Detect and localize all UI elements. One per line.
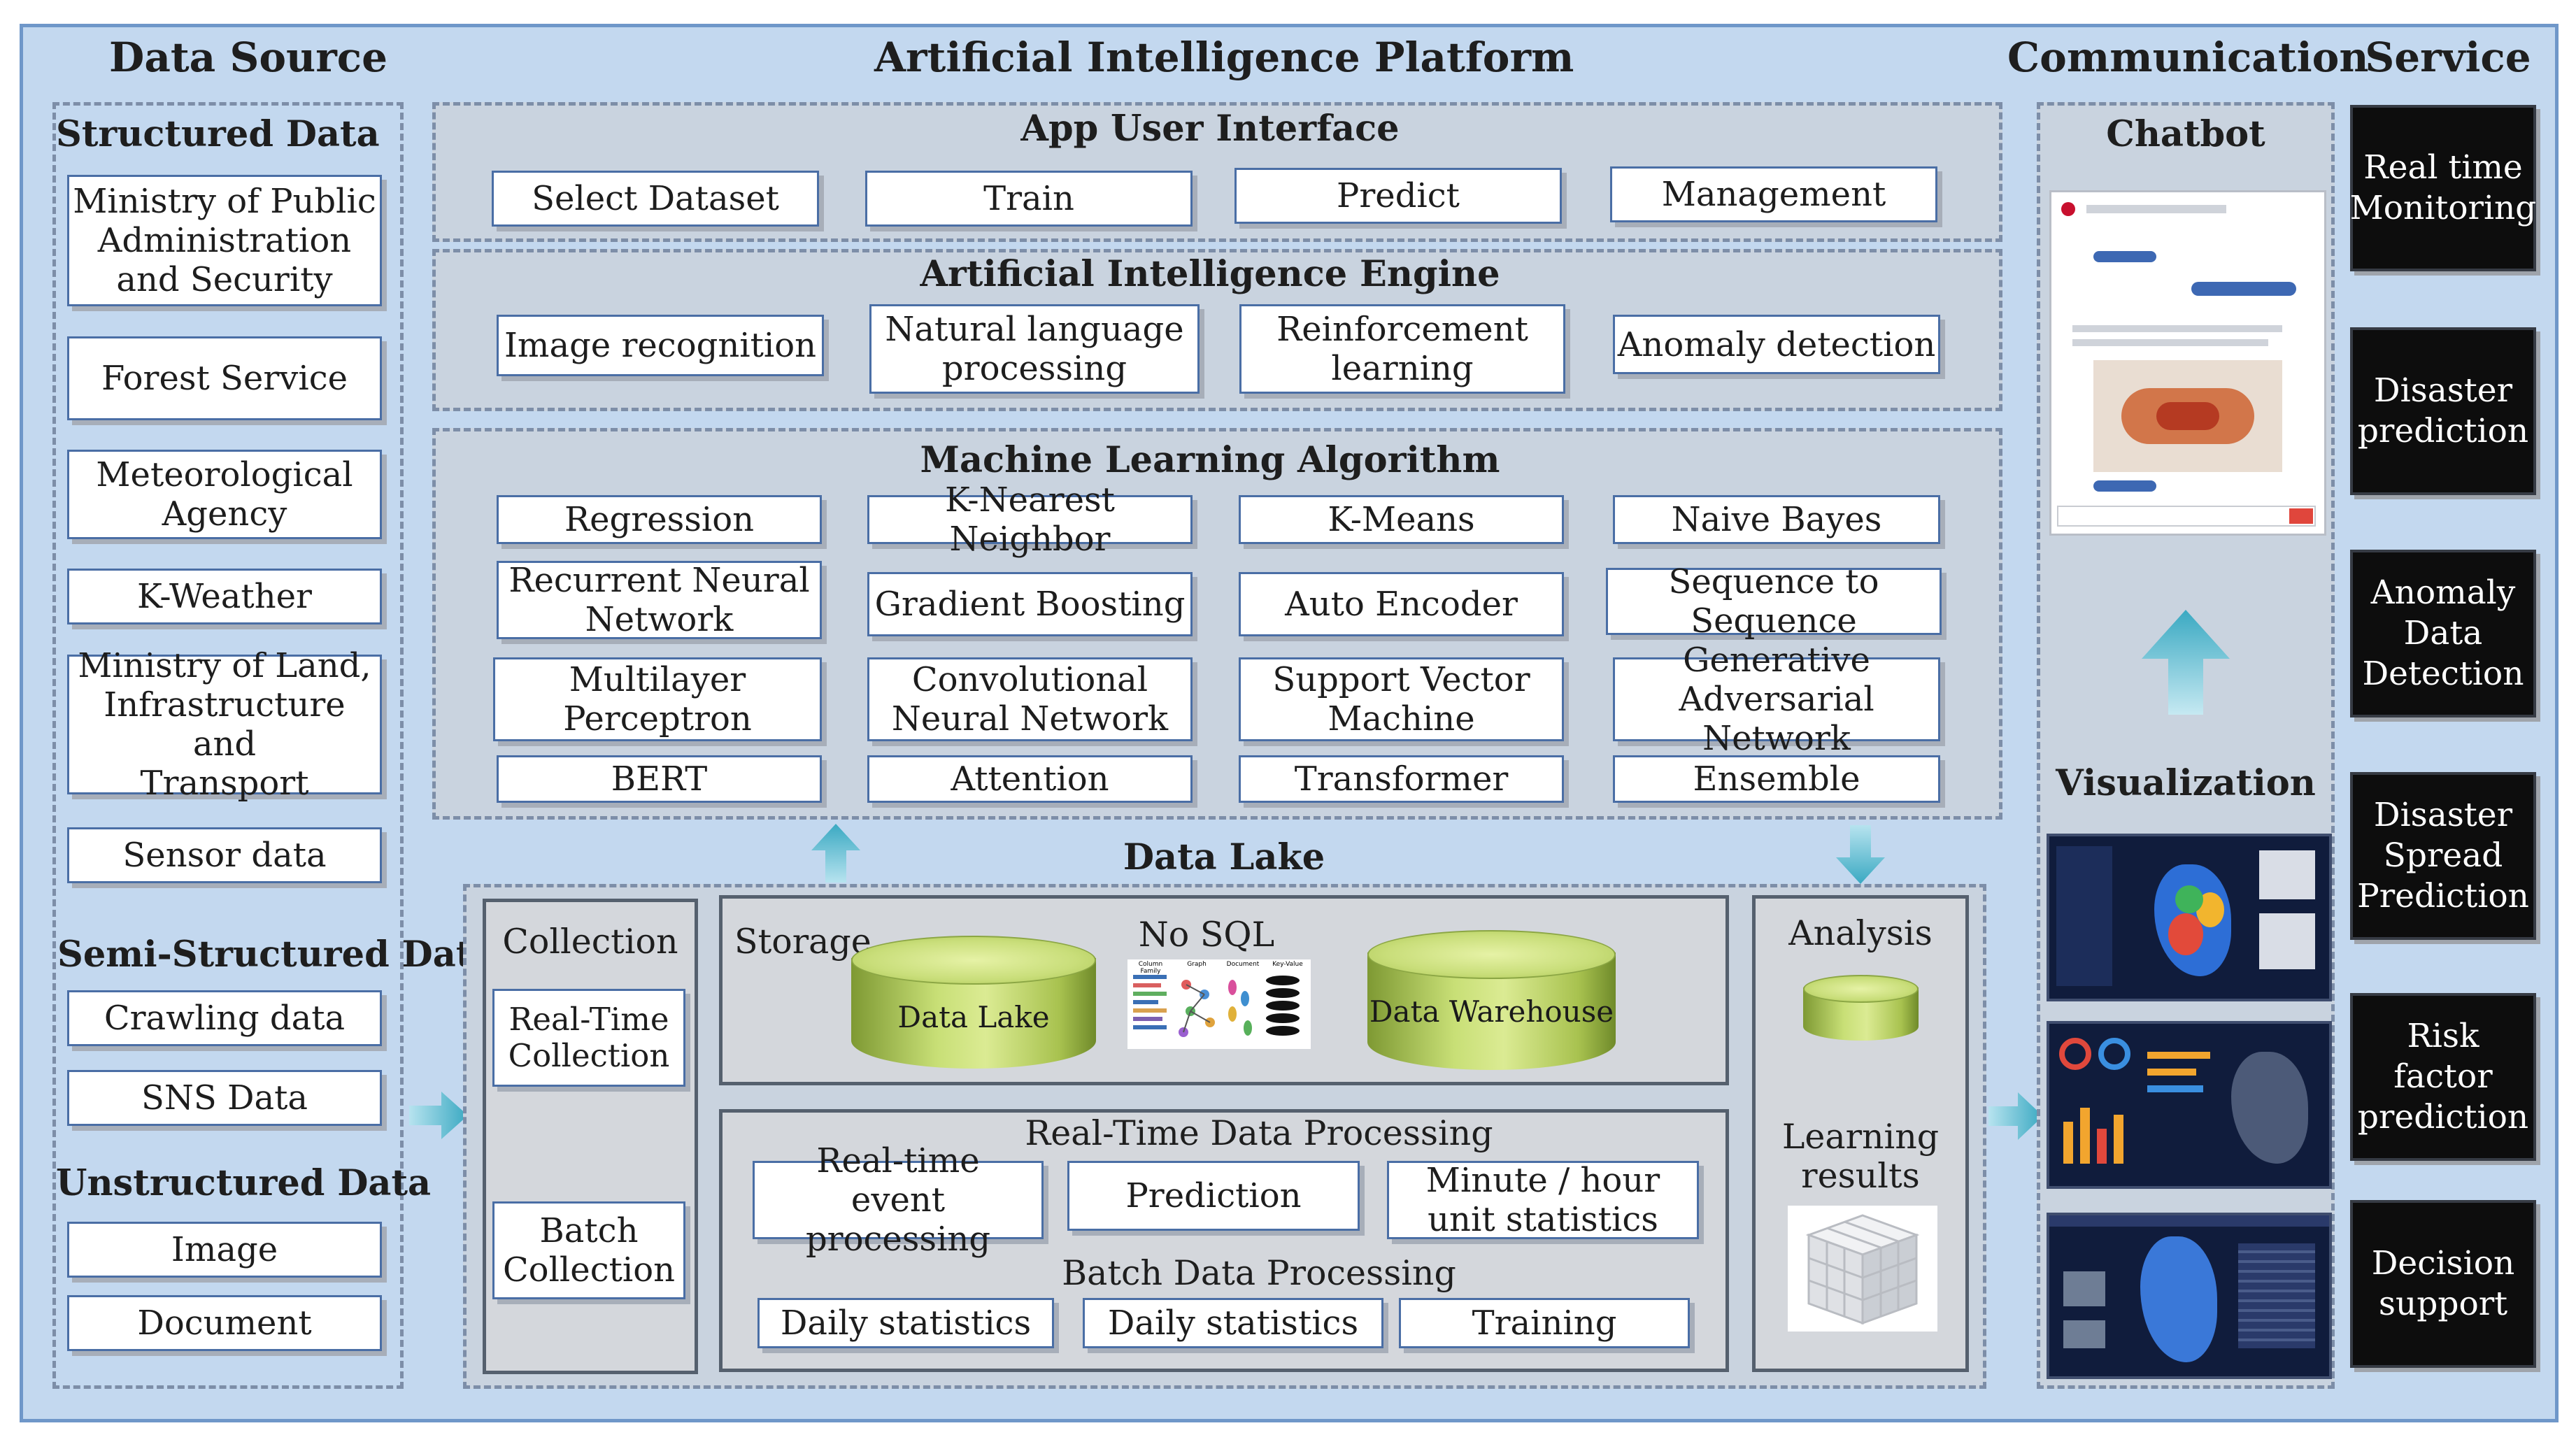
engine-anomaly-detection: Anomaly detection [1613, 315, 1940, 374]
ml-kmeans: K-Means [1239, 495, 1564, 544]
ml-gradient-boosting: Gradient Boosting [867, 572, 1193, 636]
ml-svm: Support Vector Machine [1239, 657, 1564, 741]
app-predict: Predict [1234, 168, 1562, 224]
ml-ensemble: Ensemble [1613, 755, 1940, 803]
source-sns-data: SNS Data [67, 1070, 382, 1126]
realtime-processing-title: Real-Time Data Processing [1025, 1113, 1493, 1153]
engine-reinforcement-learning: Reinforcement learning [1239, 304, 1565, 394]
service-decision-support: Decision support [2350, 1200, 2536, 1368]
nosql-type-document: Document [1226, 961, 1260, 968]
nosql-title: No SQL [1138, 915, 1275, 955]
structured-data-title: Structured Data [56, 113, 380, 155]
visualization-title: Visualization [2056, 762, 2316, 804]
source-meteorological-agency: Meteorological Agency [67, 450, 382, 539]
nosql-type-column-family: Column Family [1138, 961, 1163, 975]
source-ministry-land: Ministry of Land, Infrastructure and Tra… [67, 646, 382, 803]
ml-attention: Attention [867, 755, 1193, 803]
column-title-service: Service [2365, 34, 2531, 81]
data-warehouse-cylinder-label: Data Warehouse [1369, 994, 1614, 1029]
ml-auto-encoder: Auto Encoder [1239, 572, 1564, 636]
nosql-type-key-value: Key-Value [1272, 961, 1303, 968]
service-risk-factor-prediction: Risk factor prediction [2350, 993, 2536, 1161]
column-title-communication: Communication [2007, 34, 2369, 81]
engine-image-recognition: Image recognition [497, 315, 824, 376]
batch-collection: Batch Collection [492, 1201, 685, 1299]
ml-algorithm-title: Machine Learning Algorithm [920, 439, 1500, 481]
rt-event-processing: Real-time event processing [753, 1141, 1044, 1259]
visualization-screen-3 [2047, 1213, 2332, 1379]
app-management: Management [1610, 166, 1937, 222]
ml-bert: BERT [497, 755, 822, 803]
visualization-screen-2 [2047, 1021, 2332, 1189]
source-document: Document [67, 1295, 382, 1351]
cubes-icon [1788, 1206, 1937, 1332]
source-sensor-data: Sensor data [67, 827, 382, 883]
ml-seq2seq: Sequence to Sequence [1606, 562, 1942, 641]
arrow-down-icon [1836, 825, 1885, 884]
collection-panel [483, 899, 698, 1374]
chatbot-title: Chatbot [2106, 113, 2265, 155]
column-title-ai-platform: Artificial Intelligence Platform [874, 34, 1574, 81]
visualization-screen-1 [2047, 834, 2332, 1001]
service-realtime-monitoring: Real time Monitoring [2350, 105, 2536, 271]
batch-training: Training [1399, 1298, 1690, 1348]
data-lake-cylinder: Data Lake [851, 936, 1096, 1069]
data-source-panel [52, 102, 404, 1389]
service-disaster-spread-prediction: Disaster Spread Prediction [2350, 772, 2536, 940]
service-disaster-prediction: Disaster prediction [2350, 327, 2536, 495]
app-train: Train [865, 171, 1193, 227]
app-select-dataset: Select Dataset [492, 171, 819, 227]
ml-knn: K-Nearest Neighbor [867, 480, 1193, 559]
ml-mlp: Multilayer Perceptron [493, 657, 822, 741]
realtime-collection: Real-Time Collection [492, 989, 685, 1087]
batch-processing-title: Batch Data Processing [1062, 1253, 1456, 1293]
service-anomaly-data-detection: Anomaly Data Detection [2350, 550, 2536, 718]
ml-regression: Regression [497, 495, 822, 544]
arrow-right-icon [1988, 1092, 2043, 1140]
chatbot-screenshot [2049, 190, 2326, 536]
source-k-weather: K-Weather [67, 569, 382, 624]
storage-title: Storage [734, 922, 871, 962]
column-title-data-source: Data Source [109, 34, 387, 81]
rt-minute-hour-statistics: Minute / hour unit statistics [1387, 1161, 1699, 1239]
nosql-type-graph: Graph [1187, 961, 1207, 968]
ml-rnn: Recurrent Neural Network [497, 561, 822, 639]
source-image: Image [67, 1222, 382, 1278]
arrow-up-icon [811, 824, 860, 883]
ml-gan: Generative Adversarial Network [1613, 641, 1940, 758]
engine-nlp: Natural language processing [869, 304, 1200, 394]
source-forest-service: Forest Service [67, 336, 382, 420]
data-warehouse-cylinder: Data Warehouse [1367, 930, 1616, 1070]
app-user-interface-title: App User Interface [1020, 108, 1400, 150]
batch-daily-statistics-1: Daily statistics [757, 1298, 1054, 1348]
analysis-title: Analysis [1788, 913, 1933, 953]
source-crawling-data: Crawling data [67, 990, 382, 1046]
nosql-icons-graphic [1133, 975, 1300, 1037]
semi-structured-data-title: Semi-Structured Data [57, 934, 496, 976]
rt-prediction: Prediction [1067, 1161, 1360, 1231]
data-lake-cylinder-label: Data Lake [897, 1000, 1050, 1034]
ml-cnn: Convolutional Neural Network [867, 657, 1193, 741]
nosql-icons: Column Family Graph Document Key-Value [1127, 959, 1311, 1049]
analysis-cylinder [1803, 975, 1919, 1041]
arrow-up-icon [2142, 610, 2230, 715]
arrow-right-icon [409, 1092, 468, 1139]
ml-transformer: Transformer [1239, 755, 1564, 803]
unstructured-data-title: Unstructured Data [56, 1162, 432, 1204]
batch-daily-statistics-2: Daily statistics [1083, 1298, 1383, 1348]
source-ministry-public-admin: Ministry of Public Administration and Se… [67, 175, 382, 306]
ai-engine-title: Artificial Intelligence Engine [920, 253, 1500, 295]
ml-naive-bayes: Naive Bayes [1613, 495, 1940, 544]
learning-results-title: Learning results [1781, 1117, 1940, 1196]
collection-title: Collection [502, 922, 678, 962]
data-lake-title: Data Lake [1123, 836, 1325, 878]
